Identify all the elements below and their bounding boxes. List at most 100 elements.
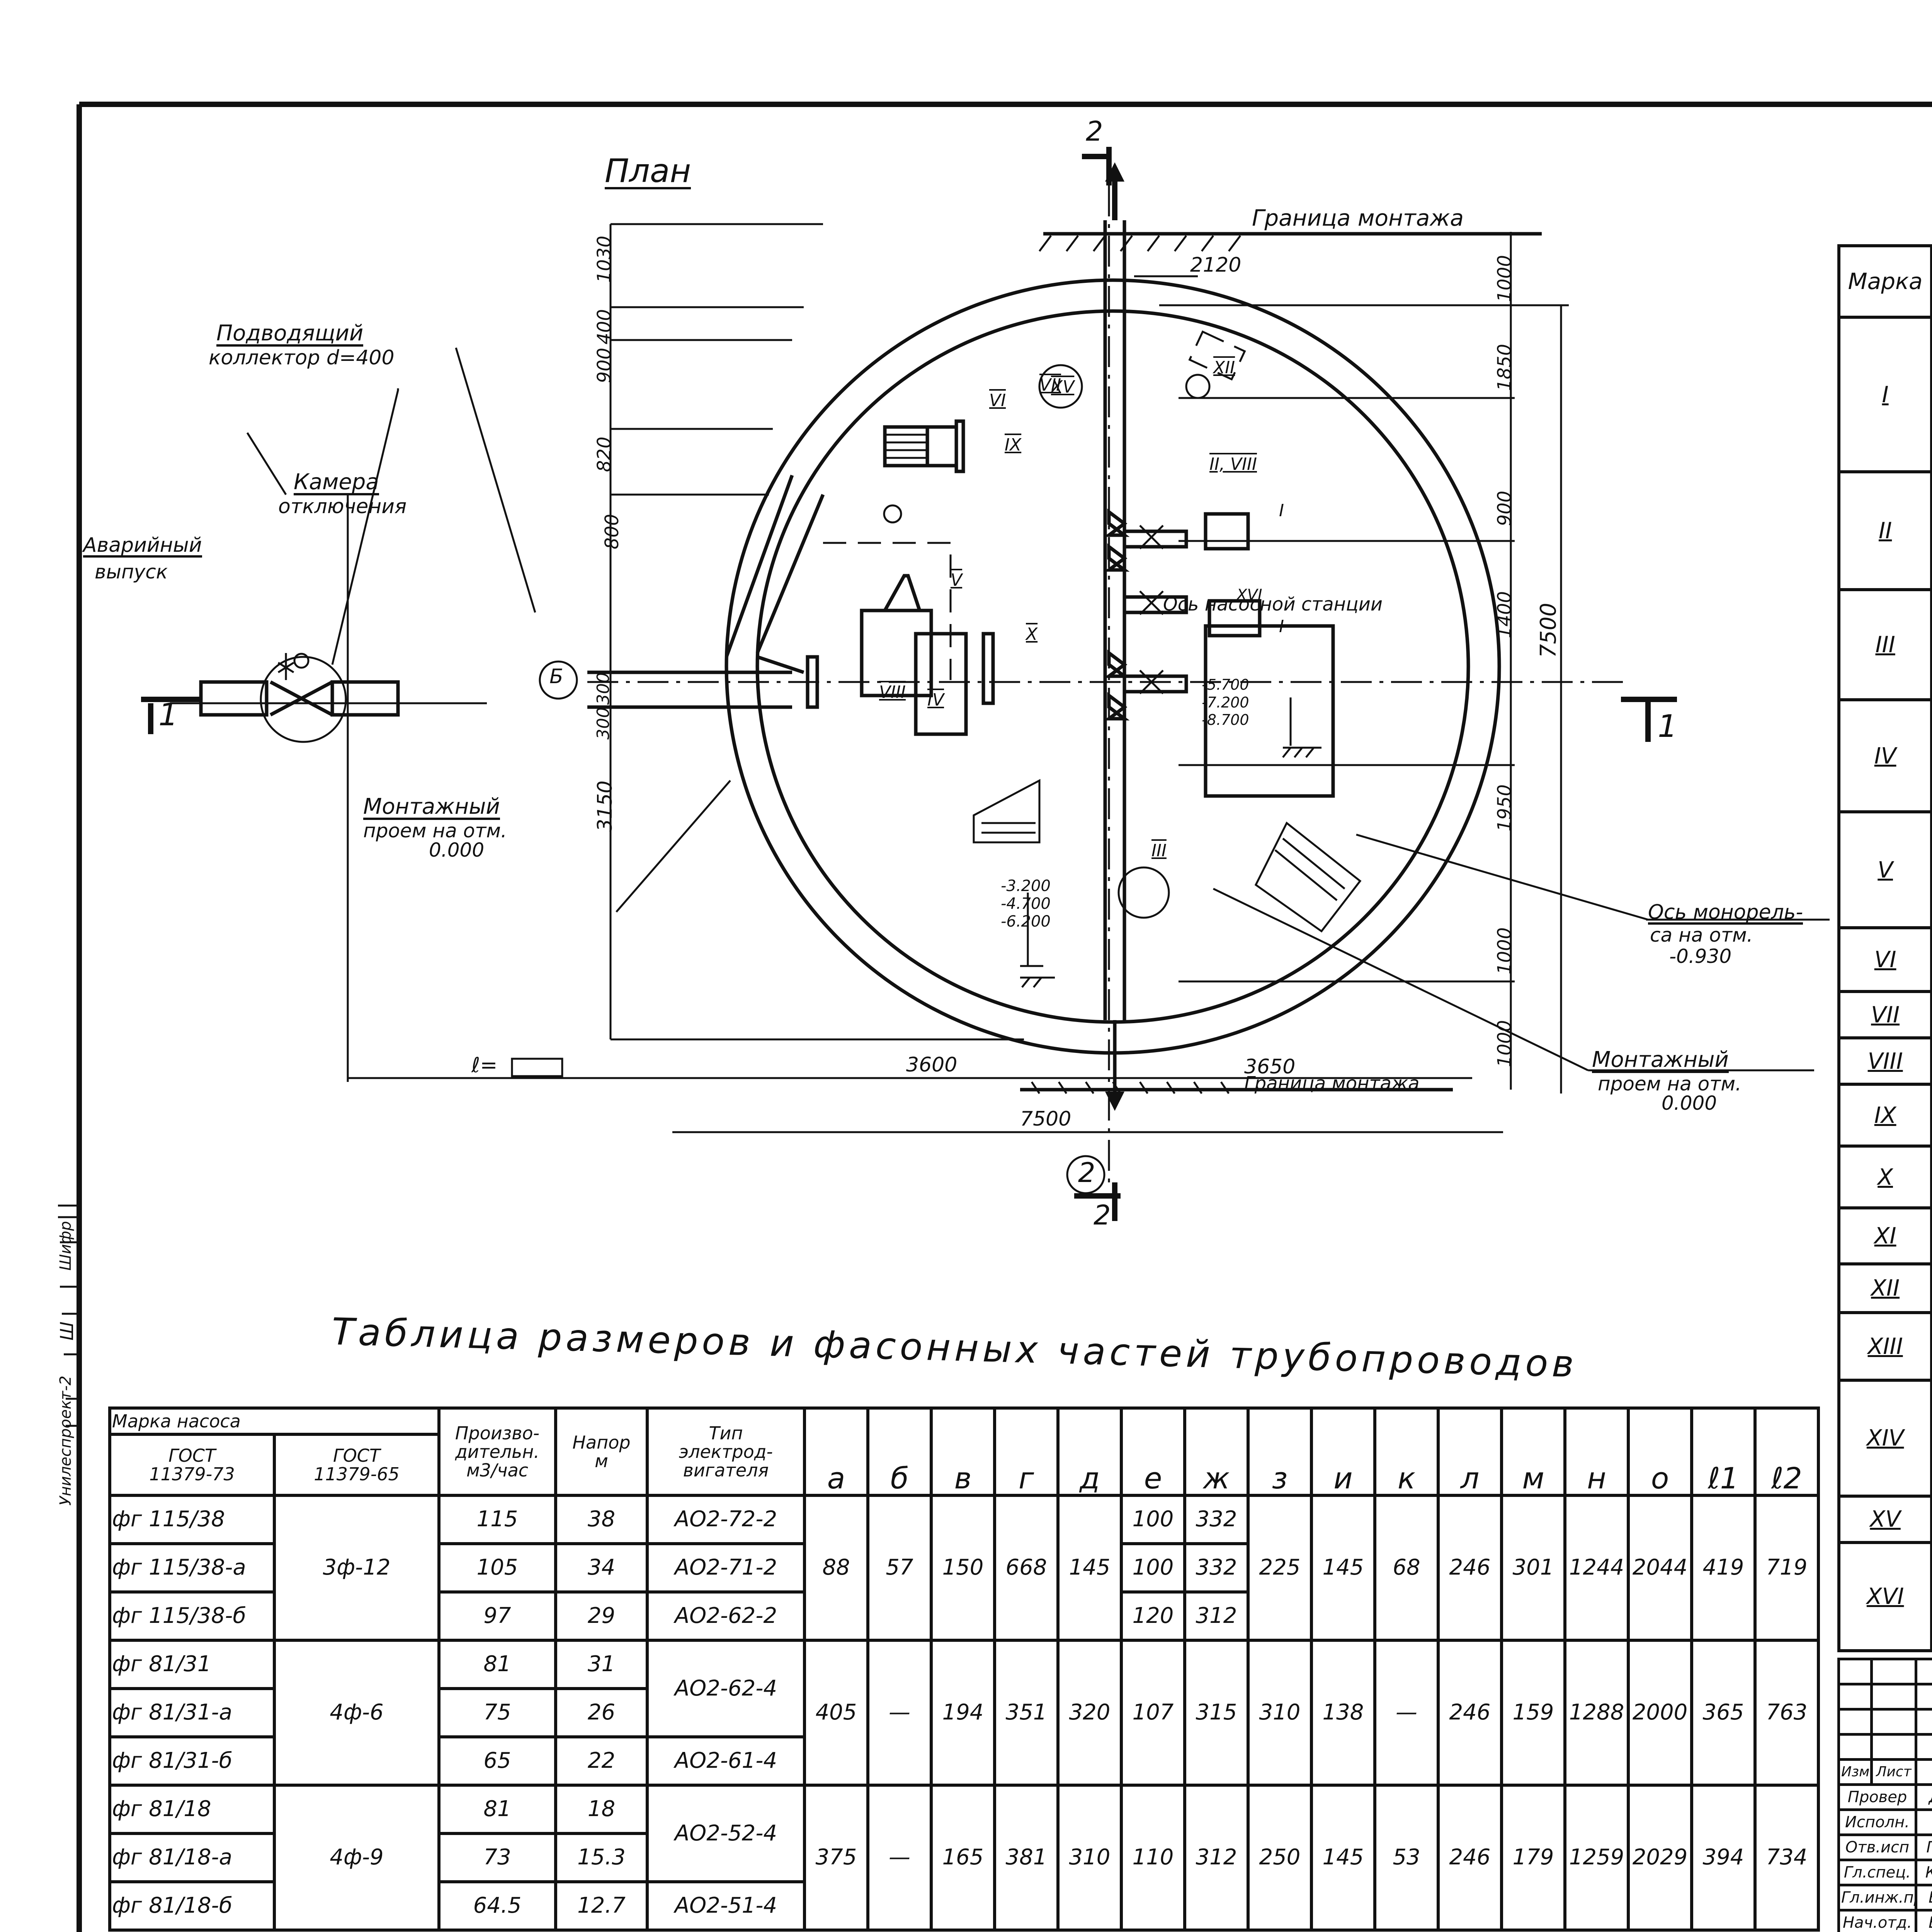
pipe-dim-g: 381: [993, 1784, 1060, 1932]
pipe-dim-g: 351: [993, 1639, 1060, 1787]
spec-row: XIIТиповые конструкции Т-2092Бак разрыва…: [1837, 1262, 1932, 1314]
column-XIII: [883, 504, 902, 524]
pipe-header-letter: о: [1627, 1406, 1693, 1497]
pipe-dim-b: —: [866, 1639, 933, 1787]
pipe-capacity: 64.5: [437, 1880, 557, 1932]
pipe-header-letter: ℓ2: [1753, 1406, 1820, 1497]
inlet-pipe: [587, 670, 792, 709]
monorail-axis-label-1: Ось монорель-: [1648, 901, 1803, 925]
axis-b-bubble: [539, 660, 578, 700]
section-2-marker-bottom: [1074, 1182, 1121, 1221]
pipe-dim-v: 194: [930, 1639, 996, 1787]
pipe-dim-e: 120: [1120, 1590, 1186, 1642]
pipe-dim-m: 301: [1500, 1494, 1566, 1642]
station-outer-wall: [724, 278, 1501, 1055]
pipe-gost73: фг 115/38: [108, 1494, 276, 1545]
spec-mark: II: [1837, 470, 1932, 591]
spec-row: VIЧертеж ТМ-03.00.000Решетка ручная1: [1837, 926, 1932, 993]
pipe-motor: АО2-61-4: [646, 1735, 806, 1787]
pipe-dim-i: 145: [1310, 1784, 1376, 1932]
station-axis-label: Ось насосной станции: [1163, 594, 1383, 615]
dim-1950: 1950: [1494, 784, 1515, 832]
elevation-marker-right: [1282, 697, 1321, 758]
spec-row: XVВедро для отбросов1: [1837, 1494, 1932, 1544]
pipe-dim-l2: 763: [1753, 1639, 1820, 1787]
pipe-dim-b: 57: [866, 1494, 933, 1642]
callout-III: III: [1151, 841, 1167, 861]
pipe-header-pump-mark: Марка насоса: [108, 1406, 440, 1436]
pipe-dim-e: 110: [1120, 1784, 1186, 1932]
leader-inlet-collector: [455, 347, 536, 613]
pipe-head: 26: [554, 1687, 649, 1738]
mount-opening-left-label-1: Монтажный: [363, 794, 500, 820]
pipe-head: 31: [554, 1639, 649, 1690]
pipe-header-head: Напор м: [554, 1406, 649, 1497]
callout-VII: VII: [1039, 375, 1061, 395]
pipe-dim-e: 100: [1120, 1542, 1186, 1594]
callout-X: X: [1026, 624, 1038, 644]
spec-body: IРыбницкий насосный заводНасос центробеж…: [1837, 316, 1932, 1652]
pipe-header-letter: ж: [1183, 1406, 1250, 1497]
station-inner-wall: [755, 309, 1470, 1024]
dim-1000-a: 1000: [1494, 927, 1515, 975]
pipe-header-row-2: ГОСТ 11379-73 ГОСТ 11379-65: [108, 1433, 1818, 1497]
axis-2-bubble: [1066, 1155, 1105, 1194]
pipe-capacity: 115: [437, 1494, 557, 1545]
pump-branch-2: [1122, 595, 1188, 614]
pipe-dim-b: —: [866, 1784, 933, 1932]
pipe-header-capacity: Произво- дительн. м3/час: [437, 1406, 557, 1497]
section-2-marker-top: [1082, 147, 1112, 185]
callout-XVI: XVI: [1236, 586, 1262, 604]
pipe-head: 15.3: [554, 1832, 649, 1883]
pipe-dim-l1: 365: [1690, 1639, 1757, 1787]
pipe-dim-g: 668: [993, 1494, 1060, 1642]
gate-valve-icon: [1104, 509, 1130, 572]
axis-b-label: Б: [549, 665, 563, 688]
spec-mark: V: [1837, 810, 1932, 929]
shutoff-chamber-circle: [260, 656, 347, 743]
side-stamp-org: Унилеспроект-2: [57, 1376, 75, 1506]
leader-shutoff-chamber: [331, 388, 399, 665]
dim-1000-b: 1000: [1494, 1020, 1515, 1068]
pump-branch-1: [1122, 529, 1188, 549]
monorail-axis-label-2: са на отм.: [1650, 924, 1753, 946]
spec-mark: III: [1837, 588, 1932, 701]
section-1-left-label: 1: [158, 697, 178, 733]
callout-XV-bubble: [1038, 364, 1083, 409]
gate-IX: [954, 419, 965, 473]
spec-header-mark: Марка: [1837, 244, 1932, 319]
pipe-dim-zh: 332: [1183, 1494, 1250, 1545]
pipe-header-letter: д: [1056, 1406, 1123, 1497]
emergency-outlet-label-2: выпуск: [95, 561, 168, 583]
ell-label: ℓ=: [471, 1053, 498, 1077]
callout-IV: IV: [927, 690, 944, 710]
dim-7500-right: 7500: [1536, 603, 1561, 658]
pipe-gost73: фг 81/18-б: [108, 1880, 276, 1932]
dim-left-extensions: [611, 223, 1024, 1041]
inlet-collector-label-1: Подводящий: [216, 321, 364, 347]
pipe-gost73: фг 81/31-б: [108, 1735, 276, 1787]
spec-mark: XV: [1837, 1494, 1932, 1544]
pipe-head: 18: [554, 1784, 649, 1835]
callout-I-b: I: [1279, 617, 1284, 636]
dim-1400: 1400: [1494, 591, 1515, 639]
callout-VIII: VIII: [879, 682, 906, 702]
inlet-channel: [724, 474, 825, 658]
spec-row: IРыбницкий насосный заводНасос центробеж…: [1837, 316, 1932, 473]
stamp-person-row: Гл.спец. Кривоусов План.Спецификация.Таб…: [1837, 1859, 1932, 1886]
pipe-motor: АО2-62-4: [646, 1639, 806, 1738]
title-block: ТП 902-1-44/79МК Канализационная насосна…: [1837, 1658, 1932, 1932]
spec-mark: XVI: [1837, 1541, 1932, 1652]
dim-820: 820: [594, 437, 615, 472]
section-1-marker-right: [1621, 697, 1677, 742]
spec-row: VIIЧертеж ТМ-04.00.000Дырчатое корыто1: [1837, 990, 1932, 1039]
pipe-dim-m: 159: [1500, 1639, 1566, 1787]
spec-header-row: Марка Обозначение Наименование Кол Приме…: [1837, 244, 1932, 319]
mount-opening-right-label-1: Монтажный: [1592, 1047, 1729, 1073]
spec-row: VЗавод „Водмашоборудование“Дробилка Д-3б…: [1837, 810, 1932, 929]
stamp-person-row: Нач.отд. Еременко: [1837, 1909, 1932, 1932]
stamp-person-row: Отв.исп Григорьев: [1837, 1833, 1932, 1861]
